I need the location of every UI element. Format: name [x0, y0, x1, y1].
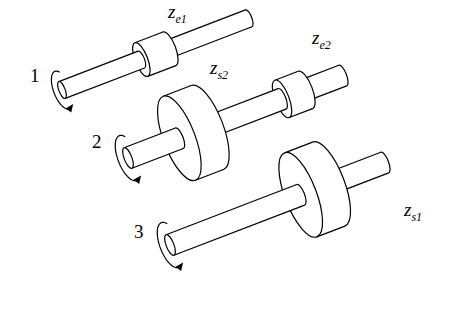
rotation-arrow [157, 222, 181, 267]
cylinder-edge [163, 86, 191, 97]
shaft-assembly [157, 136, 392, 270]
cylinder-edge [132, 149, 183, 169]
gear-label: zs1 [404, 200, 422, 219]
cylinder-edge [135, 32, 163, 43]
cylinder-edge [166, 10, 245, 40]
cylinder-body [166, 10, 252, 57]
rotation-arrow [51, 71, 71, 109]
cylinder-edge [289, 109, 312, 118]
shaft-number: 1 [30, 66, 40, 85]
shaft-number: 3 [134, 222, 144, 241]
gear-label: ze1 [168, 2, 187, 21]
rotation-arrowhead [134, 175, 142, 184]
cylinder-body [166, 185, 305, 256]
gear-label: ze2 [312, 28, 331, 47]
cylinder-face [162, 233, 177, 256]
cylinder-edge [174, 205, 305, 255]
cylinder-face [120, 146, 135, 169]
gear-label: zs2 [210, 58, 228, 77]
rotation-arrowhead [176, 262, 184, 271]
cylinder-edge [285, 142, 313, 153]
cylinder-body [59, 51, 145, 98]
rotation-arrowhead [66, 104, 74, 113]
shaft-assembly [51, 9, 254, 113]
cylinder-face [56, 80, 68, 99]
shaft-number: 2 [92, 132, 102, 151]
cylinder-edge [173, 27, 252, 57]
cylinder-edge [124, 128, 175, 148]
cylinder-edge [148, 66, 176, 77]
cylinder-edge [59, 51, 138, 81]
cylinder-edge [65, 68, 144, 98]
cylinder-edge [166, 185, 297, 235]
rotation-arrow [115, 135, 139, 180]
cylinder-edge [275, 71, 298, 80]
